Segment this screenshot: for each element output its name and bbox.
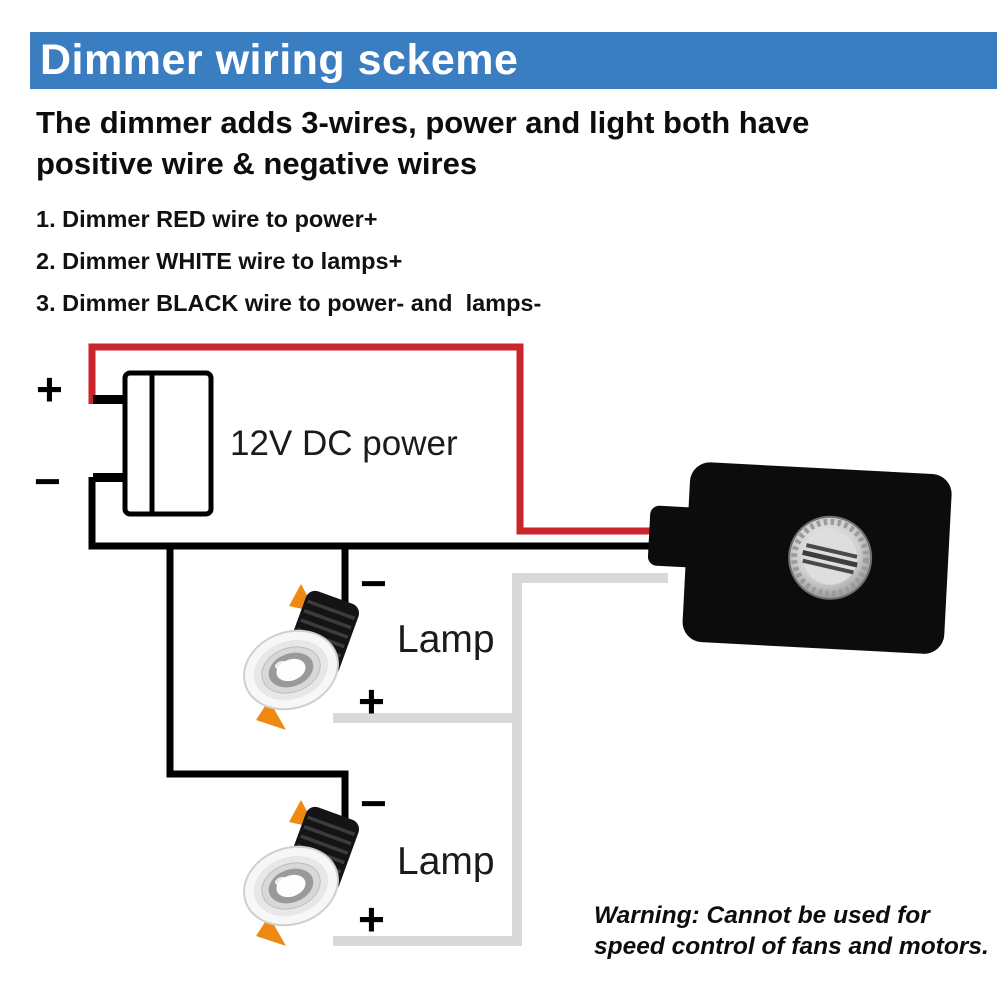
warning-line-1: Warning: Cannot be used for bbox=[594, 902, 930, 929]
lamp-2-label: Lamp bbox=[397, 840, 495, 883]
power-terminal-positive bbox=[93, 395, 127, 404]
white-wire-main bbox=[333, 573, 668, 946]
power-minus-label: − bbox=[34, 455, 61, 507]
lamp-1-image bbox=[231, 582, 364, 732]
warning-note: Warning: Cannot be used for speed contro… bbox=[594, 900, 989, 962]
lamp-1-label: Lamp bbox=[397, 618, 495, 661]
black-wire-main bbox=[88, 477, 668, 550]
dimmer-knob-screw[interactable] bbox=[787, 515, 873, 601]
power-supply-label: 12V DC power bbox=[230, 424, 458, 463]
black-wire-lamp2-branch bbox=[166, 546, 349, 840]
instruction-step-3: 3. Dimmer BLACK wire to power- and lamps… bbox=[36, 290, 542, 316]
instruction-list: 1. Dimmer RED wire to power+ 2. Dimmer W… bbox=[36, 206, 541, 332]
instruction-step-1: 1. Dimmer RED wire to power+ bbox=[36, 206, 378, 232]
lamp-1-minus-label: − bbox=[360, 557, 387, 609]
intro-heading: The dimmer adds 3-wires, power and light… bbox=[36, 102, 809, 184]
page-title: Dimmer wiring sckeme bbox=[40, 36, 519, 84]
header-banner: Dimmer wiring sckeme bbox=[30, 32, 997, 89]
lamp-2-minus-label: − bbox=[360, 777, 387, 829]
red-wire bbox=[88, 343, 668, 535]
intro-line-1: The dimmer adds 3-wires, power and light… bbox=[36, 105, 810, 140]
instruction-step-2: 2. Dimmer WHITE wire to lamps+ bbox=[36, 248, 403, 274]
lamp-2-image bbox=[231, 798, 364, 948]
dimmer-module bbox=[647, 462, 952, 654]
power-plus-label: + bbox=[36, 363, 63, 415]
lamp-1-plus-label: + bbox=[358, 675, 385, 727]
lamp-2-plus-label: + bbox=[358, 893, 385, 945]
warning-line-2: speed control of fans and motors. bbox=[594, 933, 989, 960]
power-supply-box bbox=[93, 370, 214, 517]
power-terminal-negative bbox=[93, 473, 127, 482]
intro-line-2: positive wire & negative wires bbox=[36, 146, 478, 181]
